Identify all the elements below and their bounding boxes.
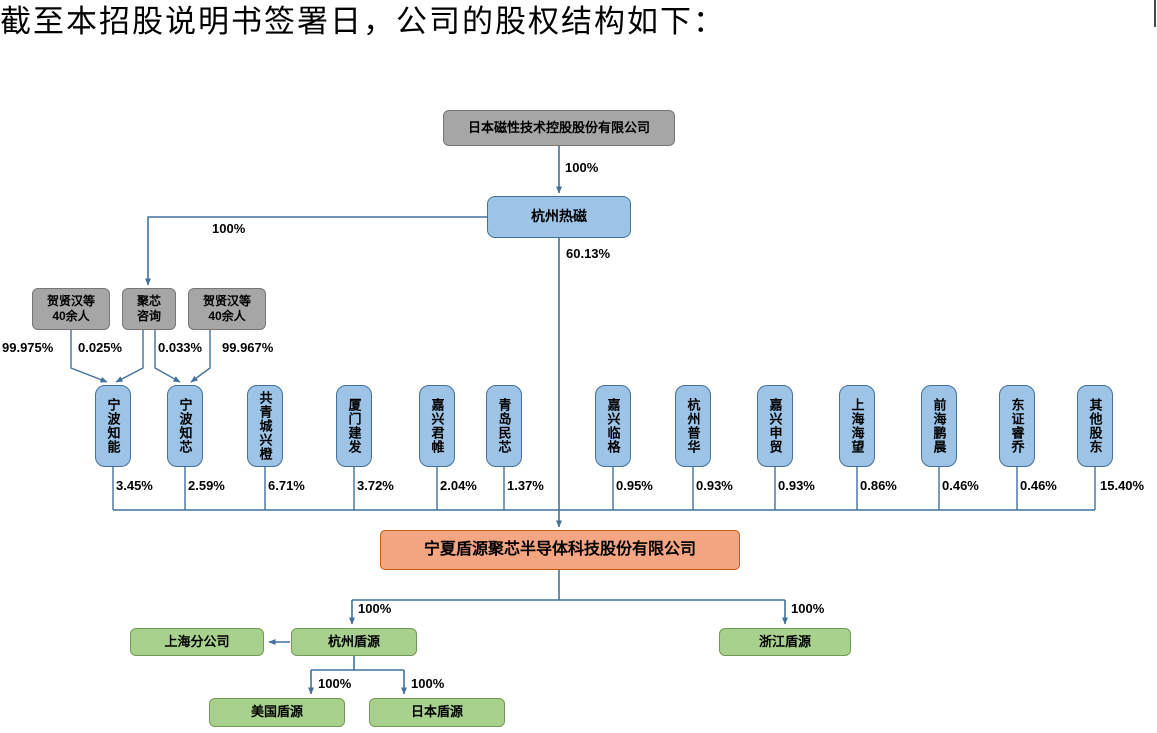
node-issuer-ningxia-dunyuan-juxin: 宁夏盾源聚芯半导体科技股份有限公司 (380, 530, 740, 570)
subsidiary-connectors (268, 570, 788, 695)
node-zhejiang-dunyuan: 浙江盾源 (719, 628, 851, 656)
ownership-label-remag-to-issuer: 60.13% (566, 246, 611, 261)
shareholder-percent-5: 2.04% (440, 478, 477, 493)
node-japan-dunyuan: 日本盾源 (369, 698, 505, 727)
ownership-label-issuer-to-zhejiang: 100% (791, 601, 825, 616)
shareholder-box-ningbo-zhineng: 宁波知能 (95, 385, 131, 467)
ownership-label-hangzhou-to-japan: 100% (411, 676, 445, 691)
node-shanghai-branch: 上海分公司 (130, 628, 264, 656)
shareholder-box-ningbo-zhixin: 宁波知芯 (167, 385, 203, 467)
page-title: 截至本招股说明书签署日，公司的股权结构如下： (0, 4, 726, 39)
ownership-label-upper-4: 99.967% (222, 340, 274, 355)
shareholder-box-jiaxing-linge: 嘉兴临格 (595, 385, 631, 467)
node-juxin-zixun: 聚芯 咨询 (122, 288, 176, 330)
top-ownership-connectors (145, 146, 562, 528)
shareholder-percent-11: 0.46% (942, 478, 979, 493)
shareholder-box-dongzheng-ruiqiao: 东证睿乔 (999, 385, 1035, 467)
node-japan-magnetic-holdings: 日本磁性技术控股股份有限公司 (443, 110, 675, 146)
shareholder-box-shanghai-haiwang: 上海海望 (839, 385, 875, 467)
shareholder-box-qingdao-minxin: 青岛民芯 (486, 385, 522, 467)
shareholder-box-other-holders: 其他股东 (1077, 385, 1113, 467)
shareholder-percent-13: 15.40% (1100, 478, 1145, 493)
shareholder-percent-9: 0.93% (778, 478, 815, 493)
ownership-label-upper-3: 0.033% (158, 340, 203, 355)
shareholder-percent-7: 0.95% (616, 478, 653, 493)
ownership-label-parent-to-remag: 100% (565, 160, 599, 175)
ownership-label-remag-to-juxin: 100% (212, 221, 246, 236)
ownership-label-issuer-to-hangzhou: 100% (358, 601, 392, 616)
shareholder-box-qianhai-pengchen: 前海鹏晨 (921, 385, 957, 467)
ownership-label-hangzhou-to-usa: 100% (318, 676, 352, 691)
shareholder-percent-10: 0.86% (860, 478, 897, 493)
node-usa-dunyuan: 美国盾源 (209, 698, 345, 727)
shareholder-box-hangzhou-puhua: 杭州普华 (675, 385, 711, 467)
node-hangzhou-remag: 杭州热磁 (487, 196, 631, 238)
ownership-label-upper-2: 0.025% (78, 340, 123, 355)
shareholder-bus-connectors (112, 467, 1096, 511)
shareholder-percent-2: 2.59% (188, 478, 225, 493)
shareholder-percent-1: 3.45% (116, 478, 153, 493)
shareholder-percent-4: 3.72% (357, 478, 394, 493)
shareholder-box-xiamen-jianfa: 厦门建发 (336, 385, 372, 467)
shareholder-percent-12: 0.46% (1020, 478, 1057, 493)
shareholder-percent-8: 0.93% (696, 478, 733, 493)
shareholder-box-jiaxing-shenmao: 嘉兴申贸 (757, 385, 793, 467)
shareholder-percent-6: 1.37% (507, 478, 544, 493)
node-hexianhan-group-right: 贺贤汉等 40余人 (188, 288, 266, 330)
page-border-fragment (1154, 0, 1156, 27)
shareholder-box-jiaxing-junwei: 嘉兴君帷 (419, 385, 455, 467)
node-hexianhan-group-left: 贺贤汉等 40余人 (32, 288, 110, 330)
ownership-label-upper-1: 99.975% (2, 340, 54, 355)
node-hangzhou-dunyuan: 杭州盾源 (291, 628, 417, 656)
shareholder-box-gongqingcheng: 共青城兴橙 (247, 385, 283, 467)
founder-ownership-connectors (70, 330, 211, 383)
shareholder-percent-3: 6.71% (268, 478, 305, 493)
